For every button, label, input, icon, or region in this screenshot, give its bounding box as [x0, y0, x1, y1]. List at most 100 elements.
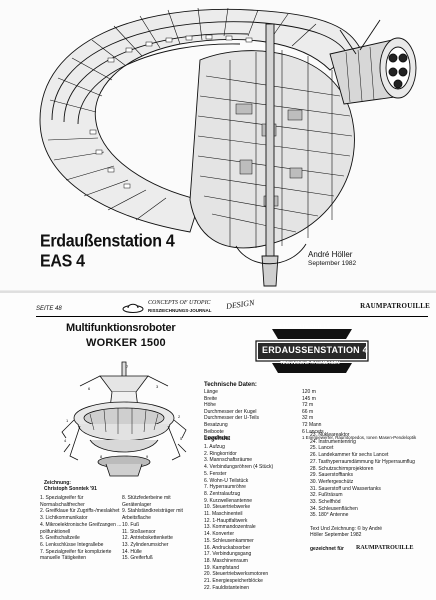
- robot-title: Multifunktionsroboter: [66, 322, 176, 334]
- legend-item: 12. 1-Hauptfaltwerk: [204, 517, 248, 524]
- legend-item: 13. Kommandozentrale: [204, 524, 256, 531]
- svg-text:2: 2: [178, 414, 181, 419]
- legend-item: 18. Maschinenraum: [204, 557, 248, 564]
- legend-item: 6. Wohn-U Teilstück: [204, 477, 249, 484]
- legend-item: 21. Energiespeicherblöcke: [204, 578, 263, 585]
- journal-logo-text: CONCEPTS OF UTOPIC: [148, 300, 211, 306]
- header-rule: [36, 316, 428, 317]
- tech-label: Durchmesser der Kugel: [204, 408, 257, 415]
- station-banner: [255, 329, 369, 373]
- legend-item: 25. Lancet: [310, 445, 334, 452]
- tech-label: Bewaffnung: [204, 435, 231, 442]
- legend-item: 29. Sauerstofftanks: [310, 472, 353, 479]
- legend-item: 5. Fenster: [204, 470, 227, 477]
- svg-text:5: 5: [180, 436, 183, 441]
- svg-text:9: 9: [146, 454, 149, 459]
- legend-item: 22. Fauldistanteinen: [204, 584, 250, 591]
- legend-heading: Legende:: [204, 436, 231, 442]
- legend-item: 28. Schutzschirmprojektoren: [310, 465, 374, 472]
- robot-legend-item: 11. Stoßsensor: [122, 528, 156, 535]
- legend-item: 10. Steuertriebwerke: [204, 504, 251, 511]
- svg-text:3: 3: [156, 384, 159, 389]
- credit-line-1: Text Und Zeichnung: © by André: [310, 526, 383, 532]
- svg-text:1: 1: [66, 418, 69, 423]
- svg-text:4: 4: [64, 438, 67, 443]
- robot-legend-item: 8. Stützfederbeine mit Gerätenlager: [122, 495, 171, 508]
- station-title: Erdaußenstation 4: [40, 232, 175, 251]
- robot-caption-author: Christoph Sonntek '91: [44, 486, 97, 492]
- legend-item: 16. Andruckabsorber: [204, 544, 251, 551]
- tech-row: Beiboote 6 Lancets: [204, 429, 432, 436]
- legend-item: 20. Steuertriebwerksmotoren: [204, 571, 269, 578]
- tech-value: 145 m: [302, 395, 316, 402]
- robot-caption-label: Zeichnung:: [44, 480, 71, 486]
- robot-model: WORKER 1500: [86, 337, 166, 349]
- station-cutaway-drawing: [39, 7, 417, 287]
- tech-row: Länge 120 m: [204, 389, 432, 396]
- svg-text:8: 8: [100, 454, 103, 459]
- legend-item: 31. Sauerstoff und Wassertanks: [310, 485, 381, 492]
- tech-value: 6 Lancets: [302, 428, 324, 435]
- tech-label: Beiboote: [204, 428, 224, 435]
- legend-item: 35. 180° Antenne: [310, 512, 349, 519]
- banner-bottom-text: TECHNISCHE RAUMBASEN: [280, 360, 340, 365]
- journal-logo: CONCEPTS OF UTOPIC DESIGN RISSZEICHNUNGS…: [122, 298, 272, 316]
- robot-legend-item: 15. Greiferfuß: [122, 555, 153, 562]
- tech-value: 120 m: [302, 389, 316, 395]
- legend-item: 11. Maschinenteil: [204, 511, 243, 518]
- tech-value: 66 m: [302, 408, 314, 415]
- tech-heading: Technische Daten:: [204, 382, 257, 388]
- robot-legend-item: 2. Greifklaue für Zugriffs-/meslakhet: [40, 508, 120, 515]
- robot-legend-item: 4. Mikroelektronische Greifzangen ... po…: [40, 521, 122, 535]
- robot-legend-item: 14. Hülle: [122, 548, 142, 555]
- robot-legend-item: 6. Lenkschlüsse Integrallebe: [40, 541, 104, 548]
- tech-value: 1 Energiewerfer, Raumtorpedos, Ionen Mas…: [302, 435, 417, 441]
- robot-legend-item: 9. Stahlständkreisträger mit Arbeitsflac…: [122, 508, 183, 522]
- legend-item: 15. Schleusenkammer: [204, 537, 254, 544]
- robot-legend-item: 12. Antriebskettenkette: [122, 535, 173, 542]
- page-fold: [0, 290, 436, 294]
- legend-item: 23. Nukleareaktor: [310, 432, 350, 438]
- saucer-logo-icon: [122, 303, 144, 313]
- robot-legend-col2: 8. Stützfederbeine mit Gerätenlager 9. S…: [122, 495, 198, 562]
- tech-value: 72 Mann: [302, 421, 322, 428]
- legend-item: 24. Instrumentenring: [310, 438, 356, 445]
- tech-label: Besatzung: [204, 421, 228, 428]
- author-name: André Höller: [308, 250, 353, 259]
- legend-col1: 1. Aufzug 2. Ringkorridor 3. Mannschafts…: [204, 444, 308, 591]
- legend-item: 7. Hyperraumröhre: [204, 484, 246, 491]
- journal-logo-design: DESIGN: [225, 298, 255, 311]
- legend-item: 30. Werfergeschütz: [310, 478, 354, 485]
- robot-legend-item: 3. Lichtkommunikator: [40, 515, 88, 522]
- legend-item: 17. Verbindungsgang: [204, 551, 252, 558]
- legend-col2: 23. Nukleareaktor 24. Instrumentenring 2…: [310, 432, 432, 519]
- author-date: September 1982: [308, 260, 357, 267]
- credit-brand: RAUMPATROUILLE: [356, 545, 414, 551]
- legend-item: 1. Aufzug: [204, 444, 225, 450]
- credit-line-3: gezeichnet für: [310, 546, 344, 552]
- robot-legend-item: 1. Spezialgreifer für Normalschaltfreche…: [40, 495, 85, 508]
- legend-item: 8. Zentralaufzug: [204, 490, 241, 497]
- tech-row: Durchmesser der Kugel 66 m: [204, 409, 432, 416]
- tech-row: Bewaffnung 1 Energiewerfer, Raumtorpedos,…: [204, 435, 432, 442]
- robot-legend-item: 10. Fuß: [122, 521, 140, 528]
- journal-logo-sub: RISSZEICHNUNGS-JOURNAL: [148, 308, 212, 313]
- tech-row: Durchmesser der U-Teils 32 m: [204, 415, 432, 422]
- brand-label: RAUMPATROUILLE: [360, 302, 430, 310]
- robot-legend-item: 7. Spezialgreifer für komplizierte manue…: [40, 548, 112, 562]
- top-sheet: Erdaußenstation 4 EAS 4 André Höller Sep…: [0, 0, 436, 292]
- tech-label: Breite: [204, 395, 218, 402]
- tech-label: Durchmesser der U-Teils: [204, 415, 260, 422]
- robot-legend-col1: 1. Spezialgreifer für Normalschaltfreche…: [40, 495, 122, 562]
- banner-main-text: ERDAUSSENSTATION 4: [262, 345, 368, 355]
- legend-item: 3. Mannschaftsräume: [204, 457, 253, 464]
- tech-label: Länge: [204, 389, 218, 395]
- tech-row: Besatzung 72 Mann: [204, 422, 432, 429]
- legend-item: 9. Kurzwellenantenne: [204, 497, 253, 504]
- credit-line-2: Höller September 1982: [310, 532, 362, 538]
- legend-item: 34. Schleusenflächen: [310, 505, 358, 512]
- tech-value: 32 m: [302, 415, 314, 422]
- legend-item: 14. Konverter: [204, 531, 235, 538]
